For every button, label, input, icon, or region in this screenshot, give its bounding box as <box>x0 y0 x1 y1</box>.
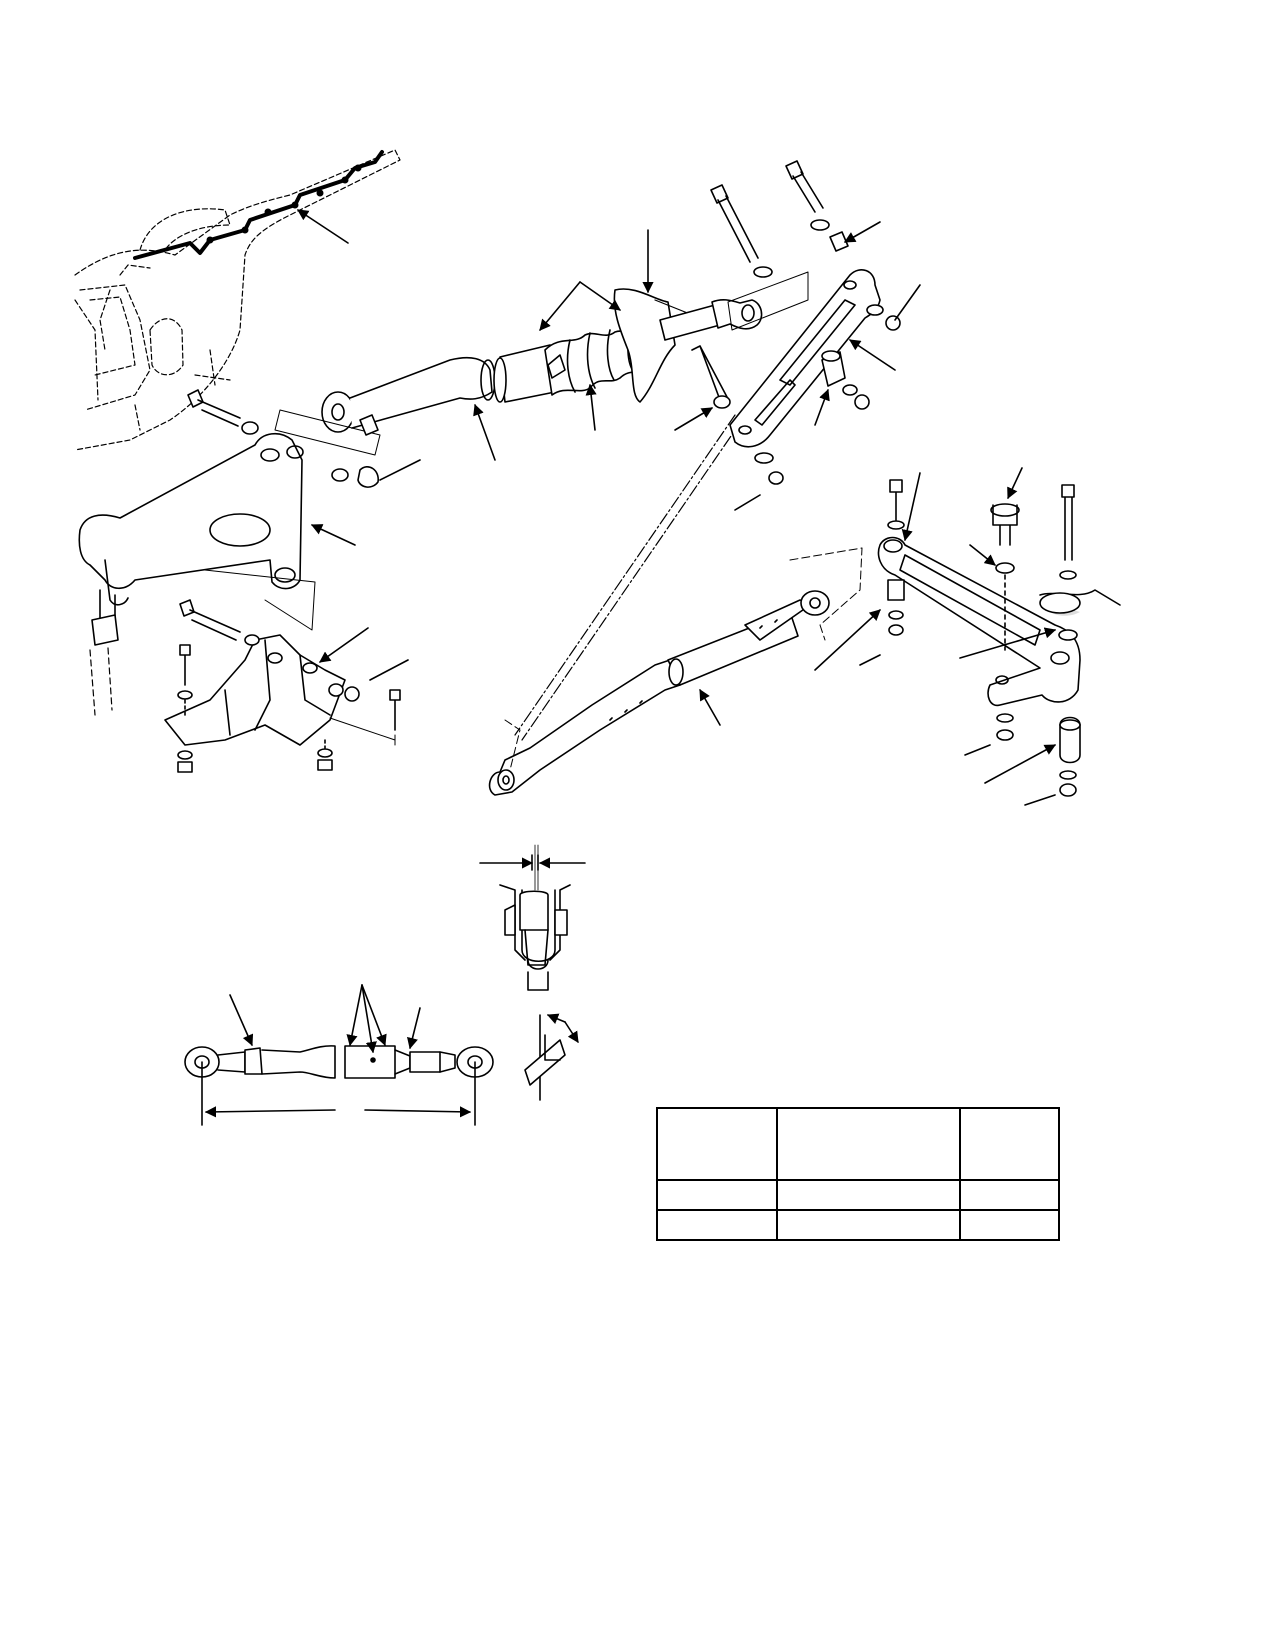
support-bracket <box>164 599 409 773</box>
control-rod-icon <box>321 344 556 433</box>
spec-table <box>656 1107 1060 1241</box>
table-header-cell <box>656 1107 778 1181</box>
bellcrank-icon <box>859 479 1121 806</box>
table-row <box>656 1209 1060 1241</box>
callout-arrows <box>310 221 1057 784</box>
control-run-nodes <box>206 164 362 244</box>
callout-box <box>504 719 521 771</box>
table-header-cell <box>776 1107 961 1181</box>
table-cell <box>776 1179 961 1211</box>
table-cell <box>776 1209 961 1241</box>
callout-arrow <box>297 209 349 244</box>
bellcrank-icon <box>691 269 921 511</box>
table-header-cell <box>959 1107 1060 1181</box>
callout-box <box>789 547 863 641</box>
table-cell <box>656 1179 778 1211</box>
rod-end-icon <box>659 298 763 341</box>
callout-box <box>204 409 381 631</box>
bellcrank-icon <box>78 432 304 716</box>
angle-detail <box>524 1013 579 1101</box>
table-row <box>656 1179 1060 1211</box>
helicopter-outline-icon <box>74 149 401 451</box>
table-cell <box>656 1209 778 1241</box>
control-rod-icon <box>488 590 830 796</box>
push-rod-centerline <box>514 414 743 741</box>
bolt-icon <box>187 389 421 488</box>
bulkhead-panel <box>613 288 676 403</box>
callout-box <box>727 271 809 331</box>
rod-end-clearance-detail <box>479 844 586 991</box>
table-cell <box>959 1209 1060 1241</box>
bolt-icon <box>710 160 849 278</box>
table-cell <box>959 1179 1060 1211</box>
table-header-row <box>656 1107 1060 1181</box>
rod-length-detail <box>184 984 494 1126</box>
bearing-icon <box>359 414 379 436</box>
